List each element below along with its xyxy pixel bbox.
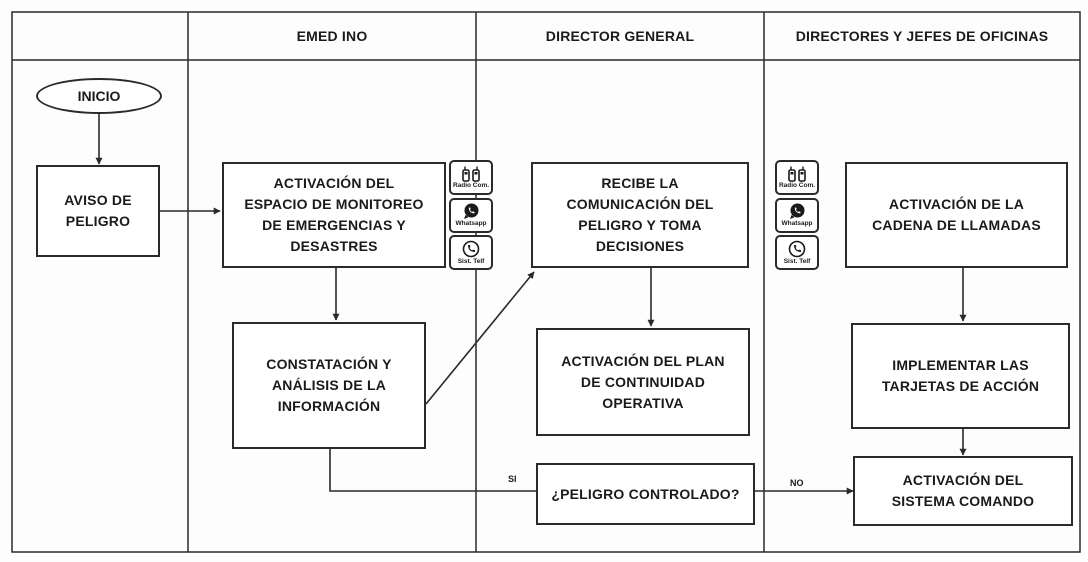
process-line: IMPLEMENTAR LAS bbox=[892, 357, 1029, 373]
edge-label-si: SI bbox=[508, 474, 517, 484]
process-line: TARJETAS DE ACCIÓN bbox=[881, 378, 1040, 394]
process-aviso-peligro: AVISO DE PELIGRO bbox=[36, 165, 160, 257]
process-activacion-sistema-comando: ACTIVACIÓN DEL SISTEMA COMANDO bbox=[853, 456, 1073, 526]
lane-header-directores-jefes: DIRECTORES Y JEFES DE OFICINAS bbox=[795, 28, 1049, 44]
connectors bbox=[95, 114, 967, 495]
process-line: DECISIONES bbox=[595, 238, 685, 254]
channel-whatsapp: Whatsapp bbox=[775, 197, 819, 233]
channel-label: Sist. Telf bbox=[783, 257, 811, 265]
swimlane-frame bbox=[11, 11, 1081, 553]
phone-icon bbox=[788, 240, 806, 257]
channel-label: Radio Com. bbox=[778, 181, 816, 189]
lane-header-director-general: DIRECTOR GENERAL bbox=[545, 28, 695, 44]
process-recibe-comunicacion: RECIBE LA COMUNICACIÓN DEL PELIGRO Y TOM… bbox=[531, 162, 749, 268]
process-line: PELIGRO Y TOMA bbox=[578, 217, 702, 233]
process-line: DE CONTINUIDAD bbox=[580, 373, 706, 390]
channel-label: Radio Com. bbox=[452, 181, 490, 189]
start-terminal: INICIO bbox=[36, 78, 162, 114]
channel-label: Whatsapp bbox=[455, 220, 487, 227]
process-constatacion-analisis: CONSTATACIÓN Y ANÁLISIS DE LA INFORMACIÓ… bbox=[232, 322, 426, 449]
process-line: CONSTATACIÓN Y bbox=[266, 356, 392, 372]
process-activacion-espacio-monitoreo: ACTIVACIÓN DEL ESPACIO DE MONITOREO DE E… bbox=[222, 162, 446, 268]
channel-radio: Radio Com. bbox=[449, 160, 493, 195]
whatsapp-icon bbox=[790, 203, 805, 219]
process-line: DESASTRES bbox=[290, 238, 378, 254]
process-line: RECIBE LA bbox=[601, 175, 679, 191]
process-activacion-cadena-llamadas: ACTIVACIÓN DE LA CADENA DE LLAMADAS bbox=[845, 162, 1068, 268]
decision-peligro-controlado: ¿PELIGRO CONTROLADO? bbox=[536, 463, 755, 525]
phone-icon bbox=[462, 240, 480, 257]
channel-label: Sist. Telf bbox=[457, 257, 485, 265]
process-line: INFORMACIÓN bbox=[277, 398, 381, 414]
line-si-to-constatacion bbox=[329, 449, 536, 492]
channel-telefono: Sist. Telf bbox=[449, 235, 493, 270]
radio-icon bbox=[788, 166, 806, 182]
whatsapp-icon bbox=[464, 203, 479, 219]
radio-icon bbox=[462, 166, 480, 182]
lane-header-emed: EMED INO bbox=[296, 28, 368, 44]
channel-radio: Radio Com. bbox=[775, 160, 819, 195]
process-line: SISTEMA COMANDO bbox=[891, 493, 1035, 509]
channel-label: Whatsapp bbox=[781, 220, 813, 227]
edge-label-no: NO bbox=[790, 478, 804, 488]
channel-whatsapp: Whatsapp bbox=[449, 197, 493, 233]
arrow-constatacion-to-recibe bbox=[425, 271, 535, 405]
process-line: OPERATIVA bbox=[602, 394, 684, 411]
channel-group-director-jefes: Radio Com. Whatsapp Sist. Telf bbox=[775, 160, 819, 270]
process-implementar-tarjetas: IMPLEMENTAR LAS TARJETAS DE ACCIÓN bbox=[851, 323, 1070, 429]
channel-group-emed-director: Radio Com. Whatsapp Sist. Telf bbox=[449, 160, 493, 270]
process-activacion-plan-continuidad: ACTIVACIÓN DEL PLAN DE CONTINUIDAD OPERA… bbox=[536, 328, 750, 436]
process-line: CADENA DE LLAMADAS bbox=[872, 217, 1041, 233]
process-line: ACTIVACIÓN DE LA bbox=[888, 196, 1025, 212]
process-line: ESPACIO DE MONITOREO bbox=[244, 196, 424, 212]
process-line: ACTIVACIÓN DEL bbox=[273, 175, 395, 191]
process-line: PELIGRO bbox=[65, 213, 131, 229]
process-line: ACTIVACIÓN DEL PLAN bbox=[561, 352, 725, 369]
channel-telefono: Sist. Telf bbox=[775, 235, 819, 270]
process-line: DE EMERGENCIAS Y bbox=[262, 217, 406, 233]
process-line: AVISO DE bbox=[64, 192, 132, 208]
process-line: COMUNICACIÓN DEL bbox=[566, 196, 714, 212]
process-line: ACTIVACIÓN DEL bbox=[902, 472, 1024, 488]
process-line: ANÁLISIS DE LA bbox=[271, 377, 387, 393]
